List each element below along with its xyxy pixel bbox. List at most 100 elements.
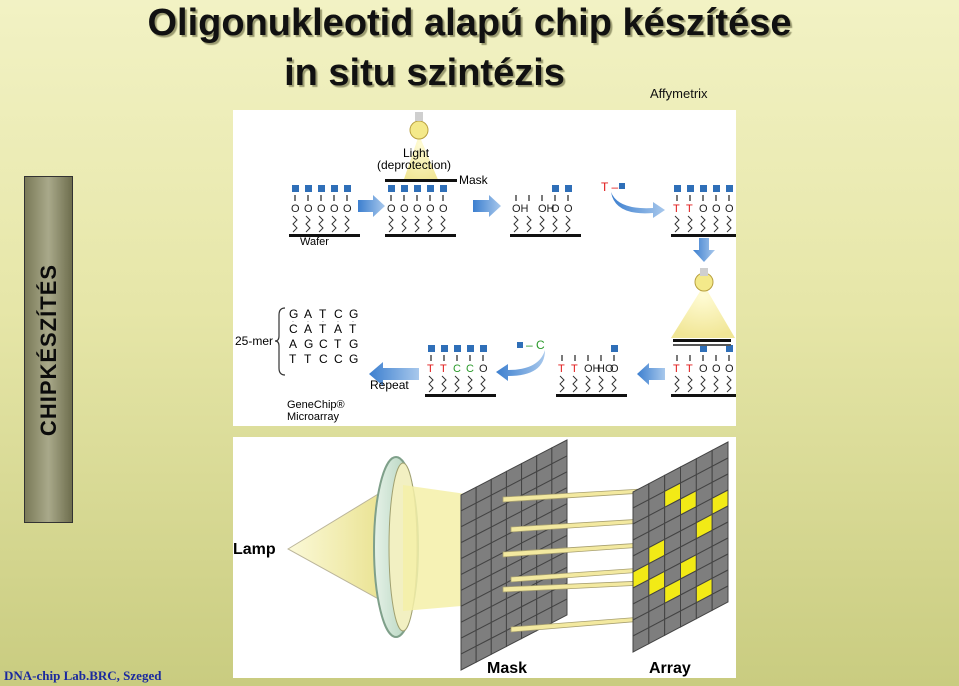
sequence-base: G bbox=[349, 307, 358, 321]
svg-text:C: C bbox=[466, 363, 474, 375]
sequence-base: T bbox=[319, 322, 327, 336]
product-label: GeneChip® bbox=[287, 399, 345, 411]
chip-array bbox=[632, 441, 729, 653]
source-label: Affymetrix bbox=[650, 86, 708, 101]
svg-text:T: T bbox=[686, 203, 693, 215]
repeat-label: Repeat bbox=[370, 378, 409, 392]
svg-text:OH: OH bbox=[538, 203, 555, 215]
sequence-base: A bbox=[289, 337, 297, 351]
svg-text:O: O bbox=[291, 203, 300, 215]
c-reagent-block bbox=[517, 342, 523, 348]
mer-bracket bbox=[274, 307, 286, 376]
light-rods bbox=[502, 488, 644, 633]
c-reagent-label: – C bbox=[526, 338, 545, 352]
sequence-base: T bbox=[334, 337, 342, 351]
svg-text:T: T bbox=[558, 363, 565, 375]
chip-array-grid bbox=[632, 441, 729, 653]
sequence-base: A bbox=[304, 322, 312, 336]
svg-text::: : bbox=[307, 320, 309, 327]
svg-text:O: O bbox=[712, 203, 721, 215]
svg-text::: : bbox=[352, 320, 354, 327]
sequence-base: G bbox=[289, 307, 298, 321]
svg-text:O: O bbox=[725, 363, 734, 375]
slide-title-line2: in situ szintézis bbox=[284, 52, 565, 94]
sequence-base: G bbox=[349, 352, 358, 366]
svg-text:T: T bbox=[673, 203, 680, 215]
mask-bar-1 bbox=[385, 179, 457, 182]
svg-text:O: O bbox=[725, 203, 734, 215]
sequence-base: T bbox=[304, 352, 312, 366]
sequence-base: T bbox=[349, 322, 357, 336]
svg-text:T: T bbox=[673, 363, 680, 375]
svg-text::: : bbox=[337, 320, 339, 327]
sidebar-box: CHIPKÉSZÍTÉS bbox=[24, 176, 73, 523]
svg-text:O: O bbox=[551, 203, 560, 215]
svg-text::: : bbox=[292, 320, 294, 327]
sequence-base: G bbox=[349, 337, 358, 351]
sequence-base: C bbox=[334, 307, 343, 321]
light-beam bbox=[403, 485, 473, 611]
t-reagent-label: T – bbox=[601, 180, 618, 194]
sequence-base: C bbox=[289, 322, 298, 336]
svg-text:T: T bbox=[686, 363, 693, 375]
mask-label-top: Mask bbox=[459, 173, 489, 187]
svg-text:O: O bbox=[413, 203, 422, 215]
svg-text:OH: OH bbox=[584, 363, 601, 375]
sequence-base: A bbox=[304, 307, 312, 321]
svg-text:O: O bbox=[712, 363, 721, 375]
t-reagent-block bbox=[619, 183, 625, 189]
svg-text:C: C bbox=[453, 363, 461, 375]
svg-text:OH: OH bbox=[512, 203, 529, 215]
svg-text:O: O bbox=[699, 363, 708, 375]
light-sublabel: (deprotection) bbox=[377, 158, 451, 172]
svg-text:T: T bbox=[427, 363, 434, 375]
sequence-base: C bbox=[319, 337, 328, 351]
sequence-base: A bbox=[334, 322, 342, 336]
svg-text:O: O bbox=[304, 203, 313, 215]
lamp-label: Lamp bbox=[233, 541, 276, 558]
svg-text:T: T bbox=[571, 363, 578, 375]
svg-text:O: O bbox=[564, 203, 573, 215]
mask-label: Mask bbox=[487, 660, 527, 677]
svg-text:O: O bbox=[439, 203, 448, 215]
svg-text:O: O bbox=[317, 203, 326, 215]
lithography-diagram-svg: Lamp Mask Array bbox=[233, 439, 729, 677]
svg-text:O: O bbox=[479, 363, 488, 375]
svg-text:O: O bbox=[426, 203, 435, 215]
svg-text:O: O bbox=[699, 203, 708, 215]
array-label: Array bbox=[649, 660, 691, 677]
wafer-label: Wafer bbox=[300, 236, 329, 248]
svg-text:O: O bbox=[343, 203, 352, 215]
svg-text:O: O bbox=[610, 363, 619, 375]
sidebar-label: CHIPKÉSZÍTÉS bbox=[35, 263, 61, 436]
light-source-2 bbox=[671, 268, 735, 346]
svg-text:O: O bbox=[400, 203, 409, 215]
svg-text:O: O bbox=[330, 203, 339, 215]
light-source-1 bbox=[403, 112, 439, 182]
sequence-base: G bbox=[304, 337, 313, 351]
sequence-base: T bbox=[289, 352, 297, 366]
footer-credit: DNA-chip Lab.BRC, Szeged bbox=[4, 668, 162, 683]
sequence-base: C bbox=[319, 352, 328, 366]
svg-text:O: O bbox=[387, 203, 396, 215]
light-label: Light bbox=[403, 146, 430, 160]
svg-text:HO: HO bbox=[597, 363, 614, 375]
slide-title-line1: Oligonukleotid alapú chip készítése bbox=[147, 2, 792, 44]
sequence-base: T bbox=[319, 307, 327, 321]
sequence-base: C bbox=[334, 352, 343, 366]
product-sublabel: Microarray bbox=[287, 411, 339, 423]
svg-text:T: T bbox=[440, 363, 447, 375]
mer-label: 25-mer bbox=[235, 334, 273, 348]
flow-arrows bbox=[358, 192, 715, 386]
